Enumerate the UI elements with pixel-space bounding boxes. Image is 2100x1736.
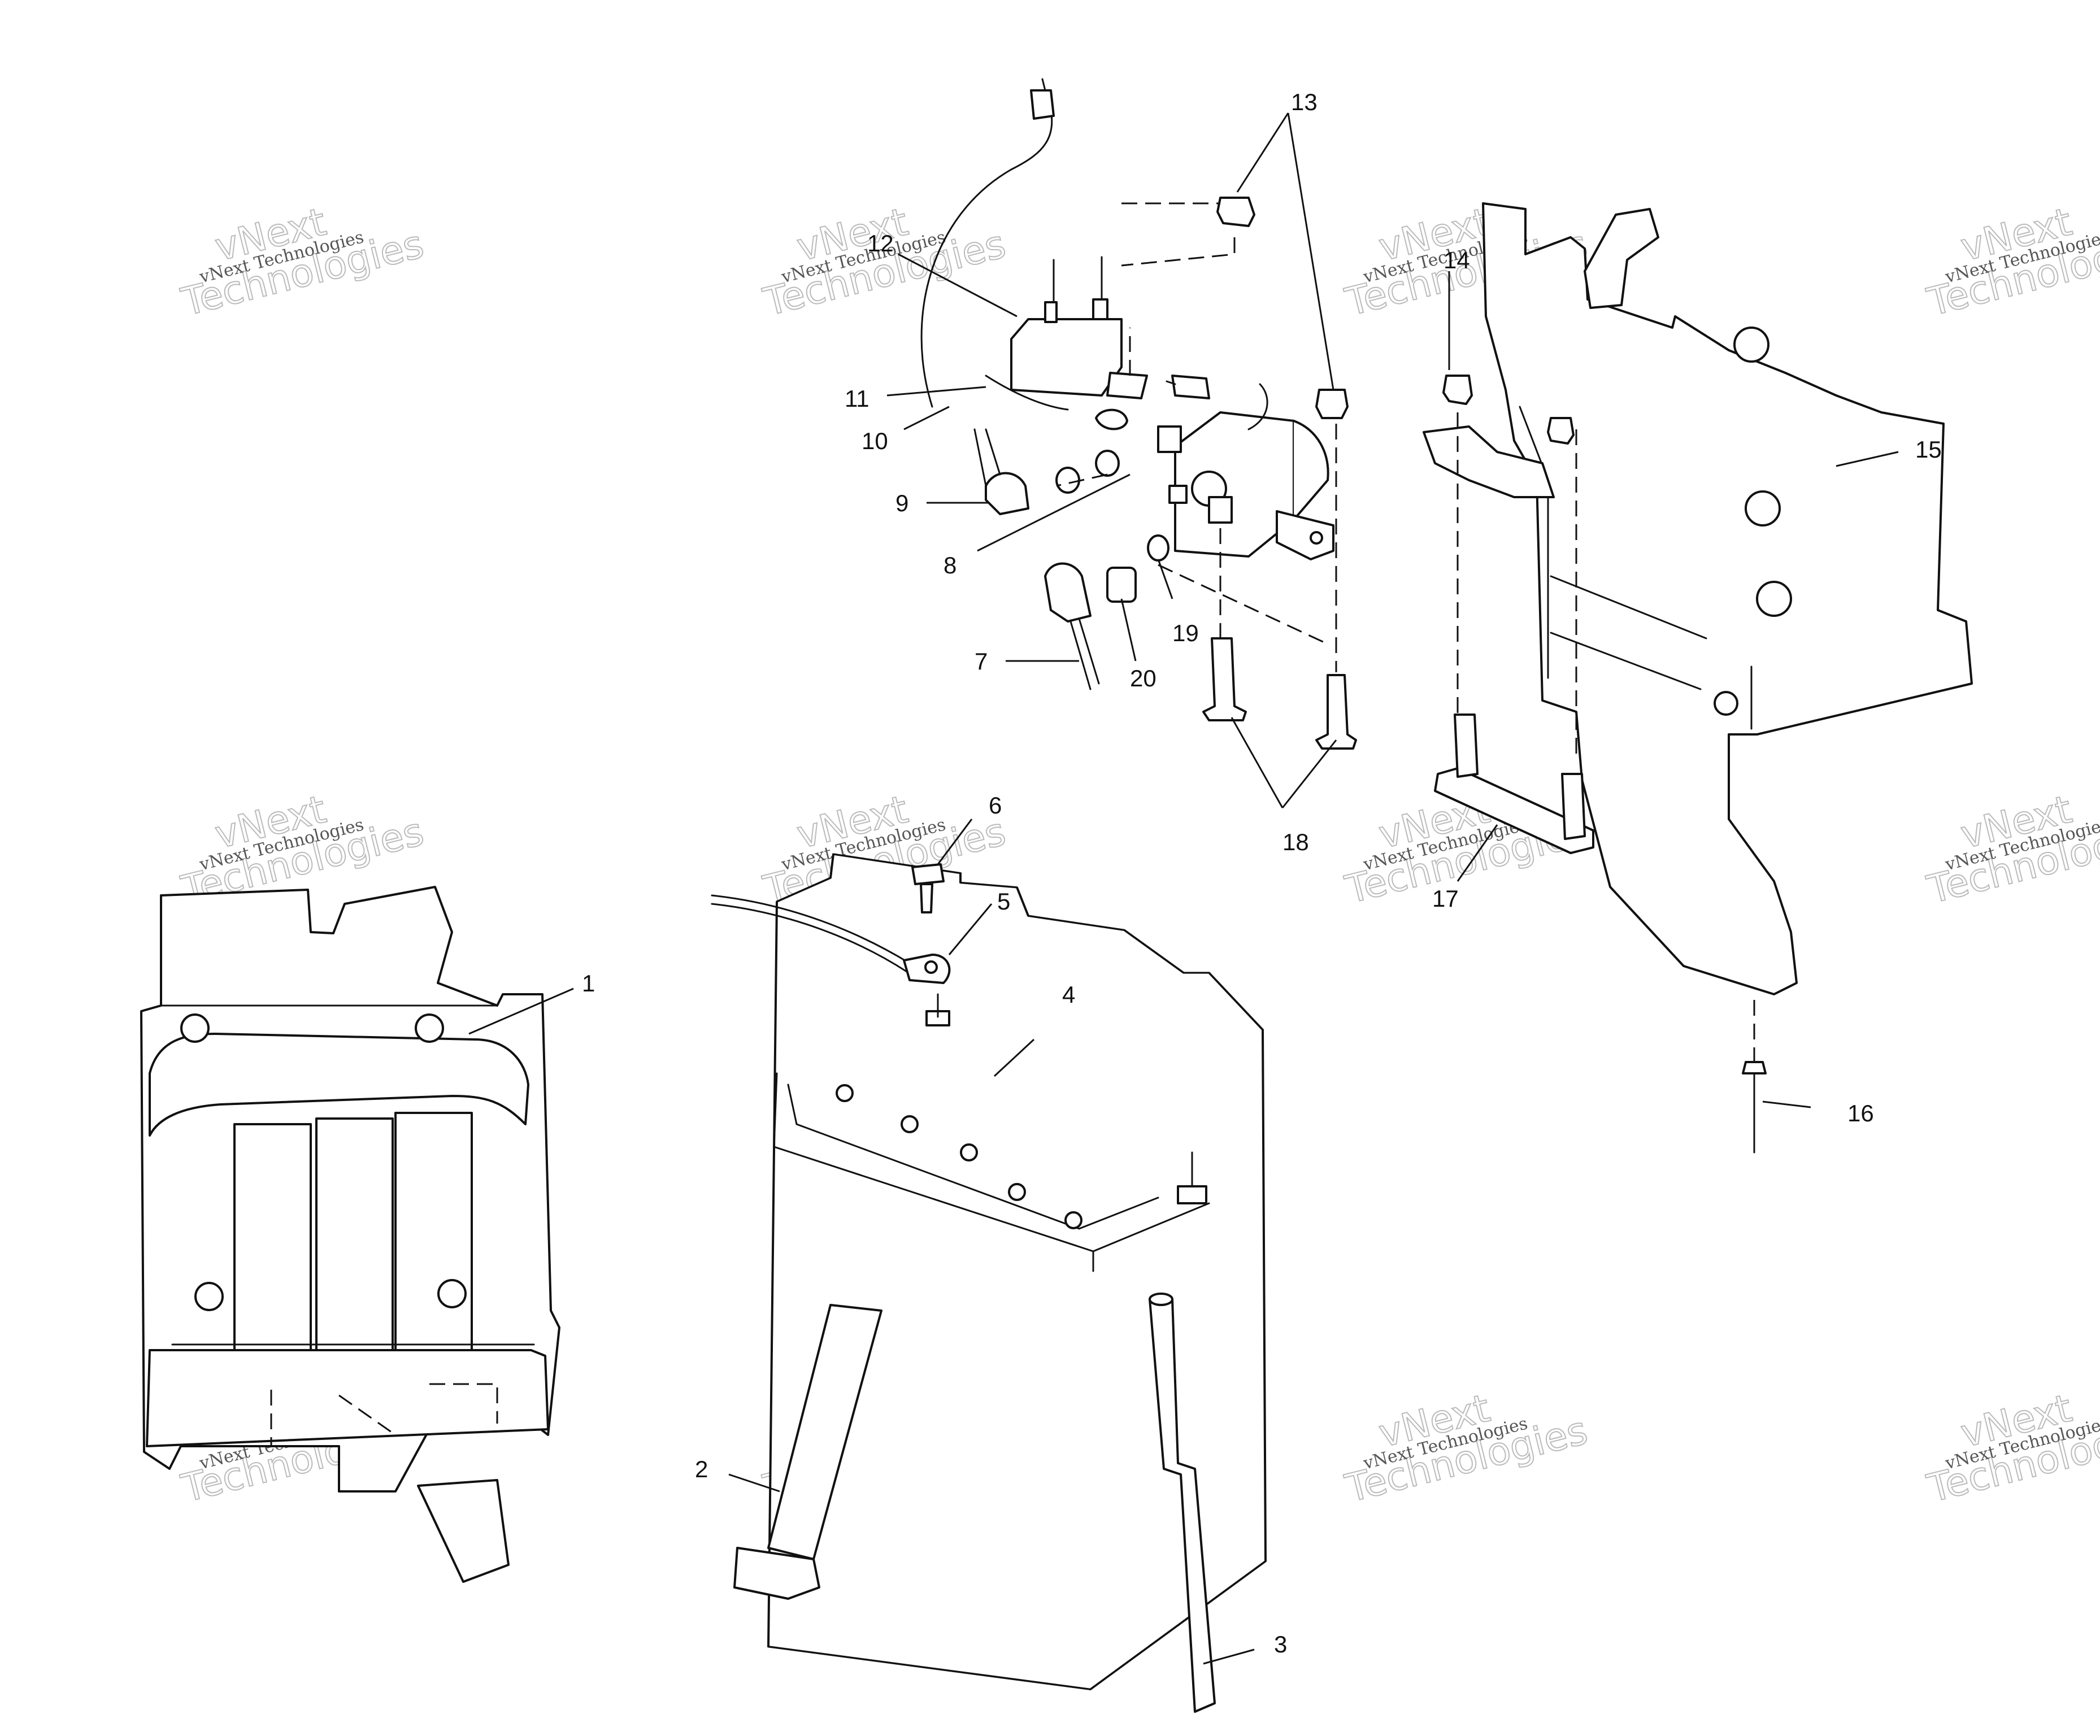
rivet — [1742, 1000, 1767, 1154]
watermark: vNext Technologies vNext Technologies — [1923, 199, 2100, 326]
stud-plate — [1434, 713, 1594, 854]
callout-13: 13 — [1291, 89, 1318, 115]
battery-box — [140, 886, 560, 1583]
starter-solenoid-assembly — [920, 78, 1357, 750]
callout-16: 16 — [1847, 1100, 1874, 1126]
callout-11: 11 — [845, 385, 869, 412]
callouts: 1 2 3 4 5 6 7 8 9 10 11 12 13 14 15 16 1… — [582, 89, 1942, 1657]
watermark: vNext Technologies vNext Technologies — [1923, 1386, 2100, 1512]
callout-6: 6 — [989, 792, 1002, 819]
callout-12: 12 — [867, 230, 894, 256]
battery — [767, 853, 1267, 1691]
callout-14: 14 — [1444, 247, 1470, 273]
watermark: vNext Technologies vNext Technologies — [1923, 787, 2100, 913]
leader-lines — [468, 112, 1899, 1665]
callout-10: 10 — [862, 428, 888, 454]
watermark: vNext Technologies vNext Technologies — [1341, 1386, 1593, 1512]
callout-18: 18 — [1282, 829, 1309, 855]
callout-9: 9 — [895, 490, 908, 516]
battery-strap — [733, 1304, 882, 1600]
watermark: vNext Technologies vNext Technologies — [177, 199, 429, 326]
callout-5: 5 — [997, 888, 1010, 915]
callout-19: 19 — [1172, 620, 1199, 646]
callout-3: 3 — [1274, 1631, 1287, 1657]
vent-tube — [1149, 1293, 1216, 1713]
callout-7: 7 — [975, 648, 988, 675]
battery-cable-and-bolt — [711, 863, 951, 984]
callout-20: 20 — [1130, 665, 1156, 691]
callout-15: 15 — [1915, 436, 1942, 463]
terminal-boot-and-nut — [1044, 562, 1137, 690]
callout-8: 8 — [944, 552, 956, 578]
callout-1: 1 — [582, 970, 595, 997]
mounting-bracket — [1423, 202, 1973, 995]
callout-2: 2 — [695, 1456, 708, 1482]
callout-17: 17 — [1432, 885, 1459, 912]
callout-4: 4 — [1062, 981, 1075, 1008]
